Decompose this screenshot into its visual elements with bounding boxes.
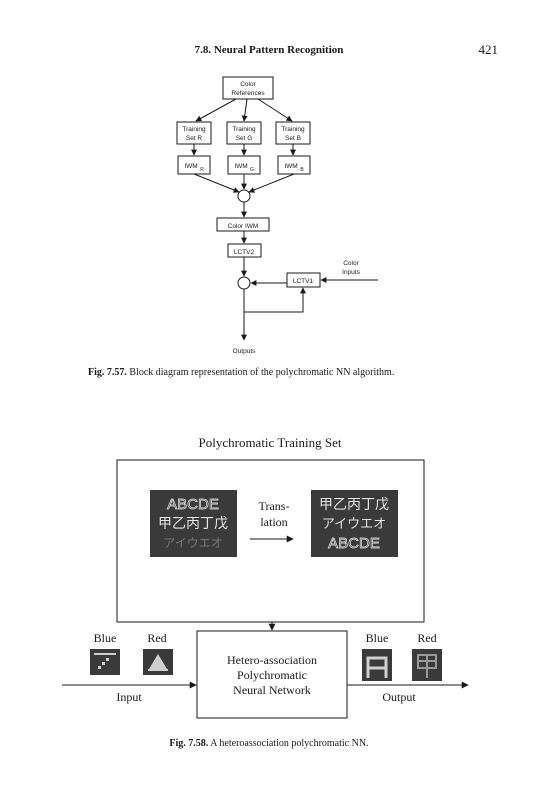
color-references-label-1: Color bbox=[240, 81, 256, 88]
iwm-r-label: IWM bbox=[184, 163, 197, 170]
figure-7-58-caption-label: Fig. 7.58. bbox=[169, 738, 209, 749]
running-header-title: 7.8. Neural Pattern Recognition bbox=[194, 44, 344, 56]
color-iwm-box bbox=[216, 217, 270, 232]
lctv1-box bbox=[286, 272, 321, 288]
right-red-label: Red bbox=[417, 631, 436, 645]
figure-7-57-caption: Fig. 7.57. Block diagram representation … bbox=[88, 367, 508, 378]
figure-7-57-caption-text: Block diagram representation of the poly… bbox=[129, 367, 395, 378]
figure-7-57-caption-label: Fig. 7.57. bbox=[88, 367, 127, 378]
training-set-r-label-2: Set R bbox=[186, 135, 203, 142]
color-inputs-label-1: Color bbox=[343, 260, 359, 267]
left-blue-label: Blue bbox=[94, 631, 117, 645]
figure-7-58-diagram: Polychromatic Training Set ABCDE 甲乙丙丁戊 ア… bbox=[62, 435, 469, 719]
left-panel-row-3: アイウエオ bbox=[163, 536, 222, 550]
training-set-g-label-2: Set G bbox=[236, 135, 253, 142]
iwm-g-subscript: G bbox=[250, 167, 254, 173]
lctv1-label: LCTV1 bbox=[293, 278, 314, 285]
figure-7-58-caption-text: A heteroassociation polychromatic NN. bbox=[210, 738, 369, 749]
iwm-b-subscript: B bbox=[300, 167, 304, 173]
outputs-label: Outputs bbox=[233, 348, 257, 355]
right-red-thumbnail-pattern bbox=[417, 654, 437, 678]
color-references-label-2: References bbox=[231, 90, 265, 97]
right-panel-row-3: ABCDE bbox=[328, 535, 380, 552]
page-number: 421 bbox=[478, 42, 499, 57]
left-panel-row-1: ABCDE bbox=[167, 496, 219, 513]
right-blue-thumbnail-pattern bbox=[366, 656, 388, 678]
network-label-2: Polychromatic bbox=[237, 668, 307, 682]
left-red-label: Red bbox=[147, 631, 166, 645]
output-label: Output bbox=[382, 690, 416, 704]
iwm-g-label: IWM bbox=[234, 163, 247, 170]
figure-7-57-block-diagram: Color References Training Set R Training… bbox=[176, 76, 378, 355]
translation-label-2: lation bbox=[260, 515, 287, 529]
lctv2-label: LCTV2 bbox=[234, 249, 255, 256]
multiply-node bbox=[237, 276, 251, 290]
training-set-b-label-2: Set B bbox=[285, 135, 301, 142]
color-iwm-label: Color IWM bbox=[228, 223, 259, 230]
network-label-3: Neural Network bbox=[233, 683, 311, 697]
left-pattern-panel bbox=[150, 490, 237, 557]
iwm-b-label: IWM bbox=[284, 163, 297, 170]
figure-7-58-caption: Fig. 7.58. A heteroassociation polychrom… bbox=[0, 738, 538, 749]
training-set-r-label-1: Training bbox=[182, 126, 206, 133]
right-blue-label: Blue bbox=[366, 631, 389, 645]
left-panel-row-2: 甲乙丙丁戊 bbox=[158, 515, 228, 531]
right-panel-row-1: 甲乙丙丁戊 bbox=[319, 496, 389, 512]
left-red-thumbnail-pattern bbox=[148, 654, 168, 671]
right-pattern-panel bbox=[311, 490, 398, 557]
translation-label-1: Trans- bbox=[259, 499, 290, 513]
left-blue-thumbnail-pattern bbox=[94, 653, 116, 669]
sum-node bbox=[237, 189, 251, 203]
iwm-r-subscript: R bbox=[200, 167, 204, 173]
input-label: Input bbox=[116, 690, 142, 704]
network-label-1: Hetero-association bbox=[227, 653, 317, 667]
right-panel-row-2: アイウエオ bbox=[322, 516, 386, 531]
training-set-b-label-1: Training bbox=[281, 126, 305, 133]
color-inputs-label-2: Inputs bbox=[342, 269, 360, 276]
training-set-title: Polychromatic Training Set bbox=[199, 435, 342, 450]
training-set-g-label-1: Training bbox=[232, 126, 256, 133]
color-references-box bbox=[222, 76, 274, 100]
network-box bbox=[196, 630, 348, 719]
training-set-frame bbox=[116, 459, 425, 623]
